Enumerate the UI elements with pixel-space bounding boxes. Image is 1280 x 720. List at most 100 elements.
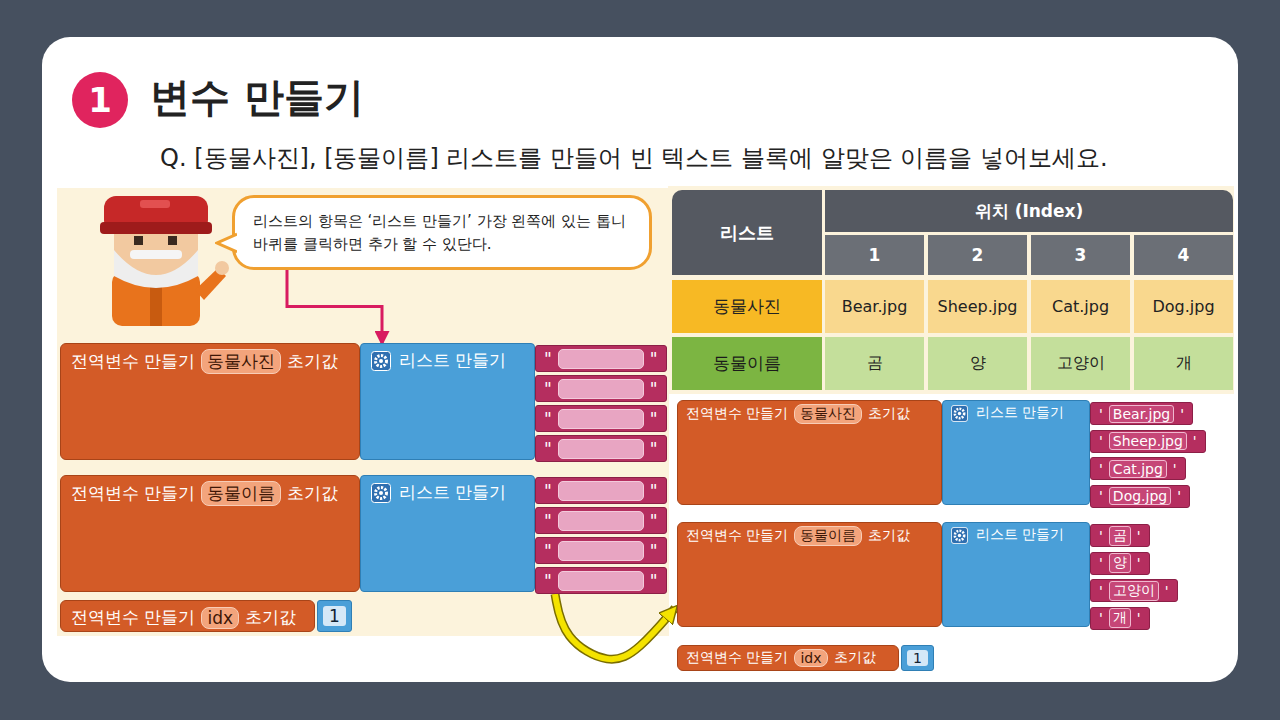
block-label: 전역변수 만들기: [686, 405, 788, 423]
table-cell: 곰: [825, 337, 924, 390]
empty-text-slot: [558, 481, 644, 501]
slide-title: 변수 만들기: [150, 70, 364, 125]
variable-block: 전역변수 만들기 동물사진 초기값: [677, 400, 942, 505]
step-number: 1: [72, 72, 128, 128]
quote-mark: ": [650, 379, 658, 399]
quote-mark: ": [544, 379, 552, 399]
text-value: 양: [1109, 553, 1131, 573]
empty-text-slot: [558, 379, 644, 399]
speech-bubble: 리스트의 항목은 ‘리스트 만들기’ 가장 왼쪽에 있는 톱니바퀴를 클릭하면 …: [232, 195, 652, 270]
arrow-line: [555, 594, 675, 659]
text-block: "": [535, 507, 667, 534]
block-label: 전역변수 만들기: [686, 649, 788, 667]
gear-icon: [951, 527, 968, 544]
block-label: 리스트 만들기: [399, 481, 506, 504]
empty-text-slot: [558, 349, 644, 369]
text-block: 'Dog.jpg': [1090, 485, 1190, 508]
variable-name: 동물사진: [794, 404, 862, 424]
text-block: 'Bear.jpg': [1090, 402, 1193, 425]
number-block: 1: [317, 600, 352, 632]
quote-mark: ": [544, 349, 552, 369]
quote-mark: ': [1137, 528, 1141, 544]
text-value: 개: [1109, 608, 1131, 628]
table-cell: 고양이: [1031, 337, 1130, 390]
number-block: 1: [901, 645, 934, 671]
quote-mark: ': [1099, 488, 1103, 504]
text-block: "": [535, 375, 667, 402]
quote-mark: ": [544, 481, 552, 501]
block-label: 전역변수 만들기: [71, 350, 195, 373]
transition-arrow: [555, 594, 675, 659]
row-header: 동물이름: [672, 337, 822, 390]
make-list-block: 리스트 만들기: [360, 475, 535, 592]
text-block: '고양이': [1090, 579, 1178, 602]
block-label: 초기값: [287, 350, 338, 373]
quote-mark: ": [544, 571, 552, 591]
gear-icon: [951, 405, 968, 422]
make-list-block: 리스트 만들기: [360, 343, 535, 460]
bubble-tail: [215, 232, 237, 254]
table-header: 리스트: [672, 190, 822, 275]
table-cell: Cat.jpg: [1031, 280, 1130, 333]
block-label: 전역변수 만들기: [71, 482, 195, 505]
table-cell: 개: [1134, 337, 1233, 390]
quote-mark: ": [650, 511, 658, 531]
text-block: '곰': [1090, 524, 1150, 547]
block-label: 초기값: [287, 482, 338, 505]
block-label: 초기값: [868, 405, 910, 423]
left-panel: [57, 188, 669, 636]
text-block: 'Sheep.jpg': [1090, 430, 1206, 453]
variable-name: 동물이름: [794, 526, 862, 546]
quote-mark: ": [544, 511, 552, 531]
quote-mark: ": [650, 439, 658, 459]
block-label: 초기값: [245, 606, 296, 629]
table-panel: [668, 186, 1234, 394]
quote-mark: ': [1099, 555, 1103, 571]
slide-card: [42, 37, 1238, 682]
bubble-text: 리스트의 항목은 ‘리스트 만들기’ 가장 왼쪽에 있는 톱니바퀴를 클릭하면 …: [253, 210, 631, 255]
empty-text-slot: [558, 511, 644, 531]
quote-mark: ': [1180, 406, 1184, 422]
empty-text-slot: [558, 409, 644, 429]
quote-mark: ': [1137, 555, 1141, 571]
quote-mark: ": [544, 541, 552, 561]
number-value: 1: [323, 606, 346, 626]
variable-block: 전역변수 만들기 동물이름 초기값: [677, 522, 942, 627]
question-text: Q. [동물사진], [동물이름] 리스트를 만들어 빈 텍스트 블록에 알맞은…: [160, 142, 1108, 174]
arrow-outline: [555, 594, 675, 659]
variable-block: 전역변수 만들기 동물사진 초기값: [60, 343, 360, 460]
text-block: "": [535, 405, 667, 432]
make-list-block: 리스트 만들기: [942, 400, 1090, 505]
gear-icon: [371, 351, 391, 371]
table-cell: Bear.jpg: [825, 280, 924, 333]
variable-block: 전역변수 만들기idx초기값: [60, 600, 315, 632]
index-cell: 3: [1031, 235, 1130, 275]
block-label: 초기값: [868, 527, 910, 545]
quote-mark: ": [650, 481, 658, 501]
text-value: Bear.jpg: [1109, 405, 1174, 423]
text-block: 'Cat.jpg': [1090, 457, 1186, 480]
text-value: Sheep.jpg: [1109, 432, 1187, 450]
block-label: 전역변수 만들기: [686, 527, 788, 545]
text-value: Dog.jpg: [1109, 487, 1171, 505]
index-cell: 2: [928, 235, 1027, 275]
quote-mark: ': [1173, 461, 1177, 477]
text-value: 고양이: [1109, 581, 1159, 601]
quote-mark: ": [650, 541, 658, 561]
table-cell: Sheep.jpg: [928, 280, 1027, 333]
index-cell: 1: [825, 235, 924, 275]
make-list-block: 리스트 만들기: [942, 522, 1090, 627]
text-block: "": [535, 477, 667, 504]
quote-mark: ': [1099, 433, 1103, 449]
quote-mark: ': [1099, 461, 1103, 477]
variable-name: 동물사진: [201, 349, 281, 374]
block-label: 초기값: [834, 649, 876, 667]
text-block: '개': [1090, 607, 1150, 630]
text-value: 곰: [1109, 526, 1131, 546]
text-block: "": [535, 345, 667, 372]
text-block: ' 양 ': [1090, 552, 1150, 575]
quote-mark: ": [650, 349, 658, 369]
quote-mark: ": [650, 409, 658, 429]
number-value: 1: [907, 650, 928, 666]
quote-mark: ": [650, 571, 658, 591]
